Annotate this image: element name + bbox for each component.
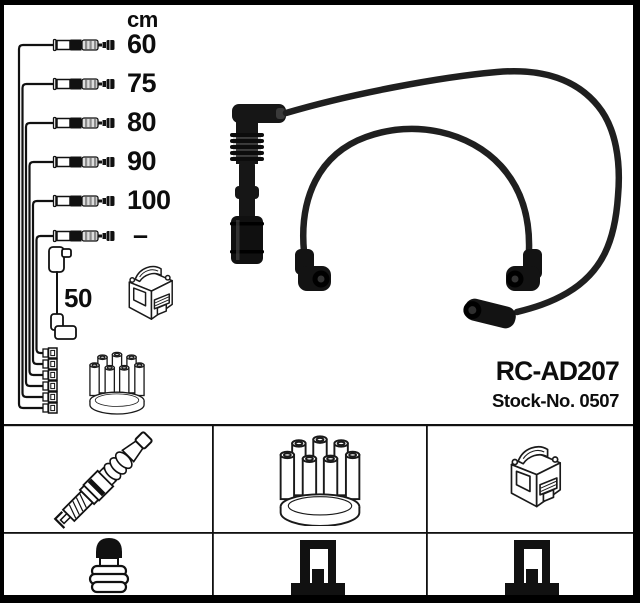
distributor-cap-icon bbox=[279, 435, 361, 526]
ignition-coil-icon bbox=[510, 446, 562, 508]
coil-wire-length-label: 50 bbox=[64, 283, 92, 313]
angle-boot bbox=[463, 298, 516, 329]
ignition-coil-drawing bbox=[128, 265, 174, 320]
cable-row bbox=[17, 38, 116, 414]
spark-plug-icon bbox=[53, 431, 153, 529]
cable-length-label: 90 bbox=[127, 146, 157, 176]
cable-row bbox=[28, 155, 116, 381]
cable-row bbox=[24, 116, 116, 392]
unit-label: cm bbox=[127, 7, 158, 32]
din-socket-icon bbox=[505, 540, 559, 595]
plug-terminal-nut-icon bbox=[88, 538, 130, 594]
pencil-boot bbox=[230, 104, 286, 264]
cable-length-label: 80 bbox=[127, 107, 157, 137]
angle-boot bbox=[506, 249, 542, 291]
ignition-cable bbox=[300, 125, 533, 256]
cable-row bbox=[21, 77, 116, 403]
ignition-cable bbox=[282, 68, 623, 316]
distributor-cap-drawing bbox=[89, 351, 145, 415]
part-number: RC-AD207 bbox=[495, 356, 620, 386]
legend-grid bbox=[0, 424, 640, 595]
cable-row bbox=[31, 194, 116, 370]
cable-length-label: 75 bbox=[127, 68, 157, 98]
cable-row bbox=[35, 229, 116, 359]
coil-wire bbox=[48, 246, 77, 340]
cable-set-photo bbox=[230, 68, 623, 329]
wire-length-diagram bbox=[17, 38, 116, 414]
angle-boot bbox=[295, 249, 331, 291]
din-socket-icon bbox=[291, 540, 345, 595]
cable-length-label: 60 bbox=[127, 29, 157, 59]
cable-length-label: 100 bbox=[127, 185, 171, 215]
stock-number: Stock-No. 0507 bbox=[491, 390, 619, 411]
cable-length-label: – bbox=[133, 220, 148, 250]
